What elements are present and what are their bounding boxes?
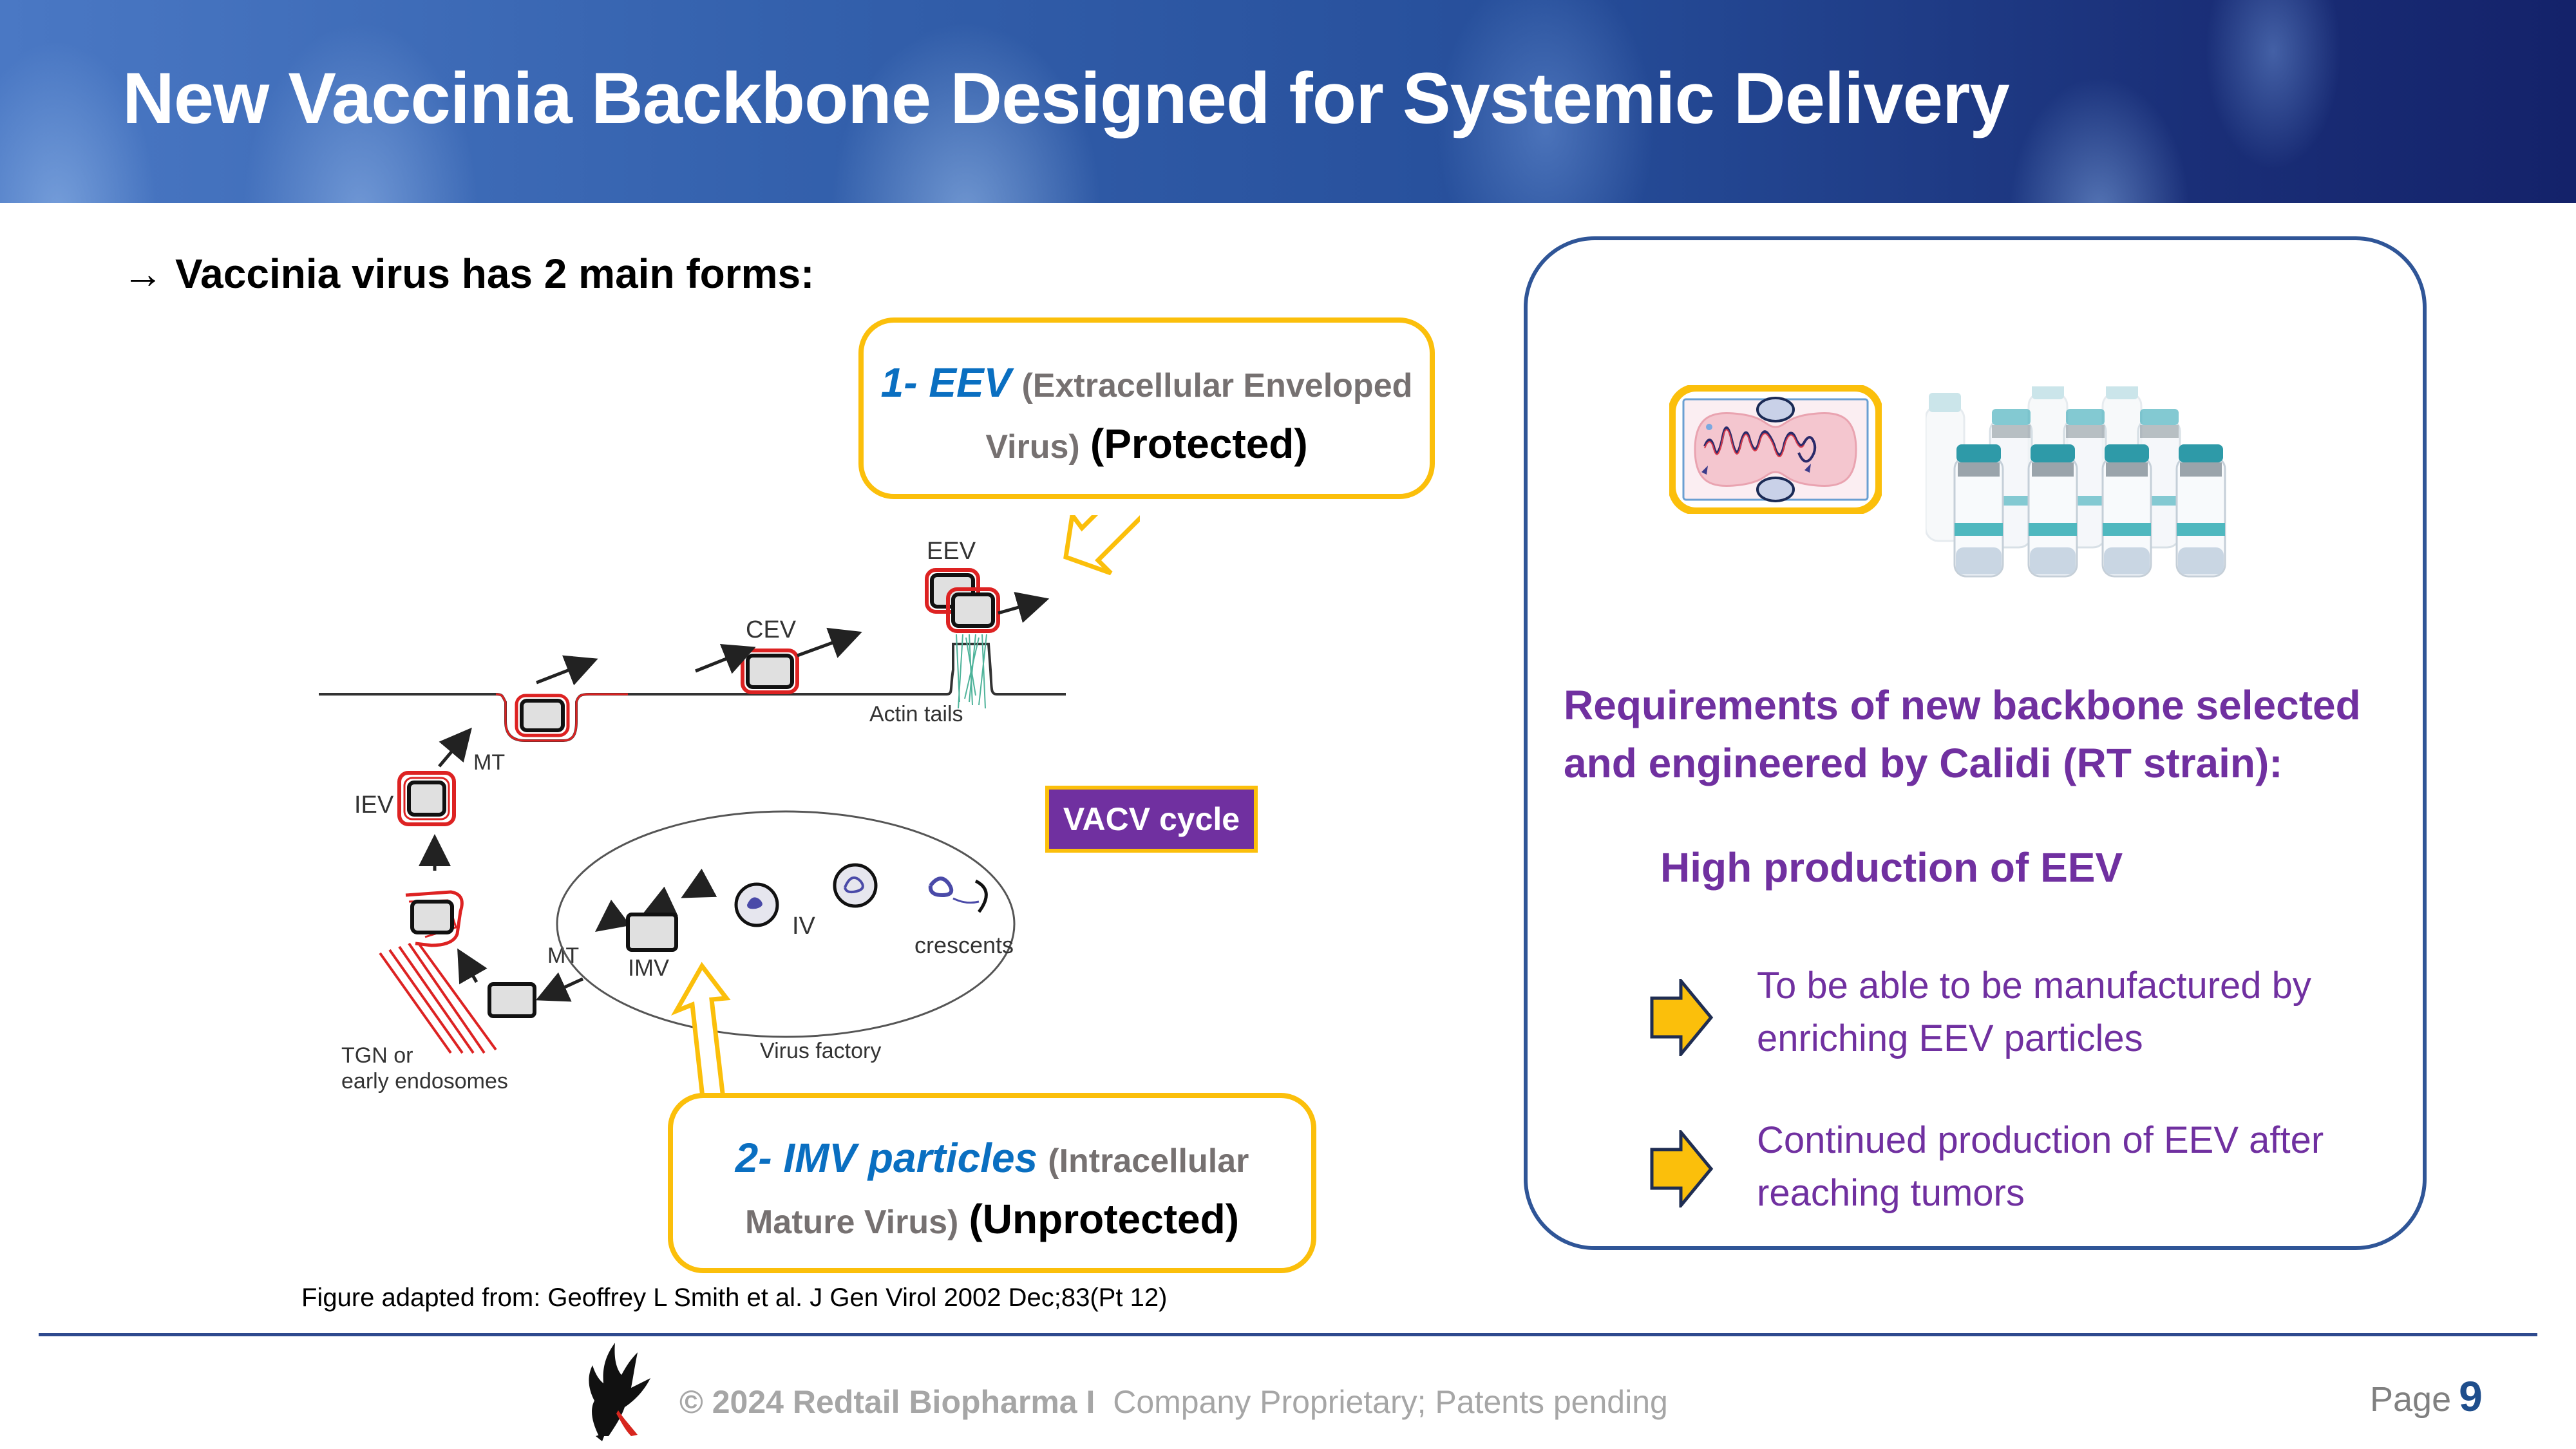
cev-particle: CEV <box>741 616 799 694</box>
eev-callout: 1- EEV (Extracellular Enveloped Virus) (… <box>858 317 1435 499</box>
label-tgn: TGN or <box>341 1043 413 1068</box>
vial-front-3 <box>2101 444 2152 578</box>
imv-label: 2- IMV particles <box>735 1135 1038 1181</box>
label-crescents: crescents <box>914 932 1014 958</box>
eev-status: (Protected) <box>1090 421 1308 467</box>
label-iv: IV <box>792 913 816 940</box>
vial-front-2 <box>2027 444 2078 578</box>
actin-tail-particle: Actin tails <box>869 587 1000 726</box>
vaccinia-cycle-diagram: EEV Actin tails CEV MT IEV <box>319 515 1140 1121</box>
vials-icon <box>1926 386 2226 578</box>
requirement-item: Continued production of EEV after reachi… <box>1757 1119 2324 1214</box>
label-virus-factory: Virus factory <box>760 1039 881 1063</box>
section-heading-text: Vaccinia virus has 2 main forms: <box>175 251 815 297</box>
requirements-title: Requirements of new backbone selected an… <box>1564 682 2361 786</box>
fusing-particle: MT <box>473 694 570 775</box>
footer-separator: I <box>1086 1384 1095 1420</box>
virus-factory: Virus factory <box>556 810 1016 1063</box>
label-iev: IEV <box>354 791 394 819</box>
header-banner <box>0 0 2576 203</box>
label-mt-lower: MT <box>547 943 579 968</box>
tgn-membranes <box>379 942 497 1054</box>
eev-expansion-1: (Extracellular Enveloped <box>1021 367 1413 404</box>
label-eev: EEV <box>927 538 976 565</box>
dividing-cell-icon <box>1669 385 1882 514</box>
pathway-arrows <box>419 592 1050 1002</box>
main-requirement: High production of EEV <box>1660 844 2123 891</box>
imv-pointer-arrow <box>670 961 731 1121</box>
label-actin-tails: Actin tails <box>869 702 963 726</box>
redtail-hawk-logo-icon <box>589 1343 650 1441</box>
imv-particle: IMV <box>626 913 678 981</box>
wrapping-particle <box>405 890 464 947</box>
page-label: Page <box>2370 1380 2452 1419</box>
iv-particles: IV <box>734 863 878 940</box>
label-mt-upper: MT <box>473 750 505 775</box>
vacv-cycle-badge: VACV cycle <box>1045 786 1258 853</box>
imv-callout: 2- IMV particles (Intracellular Mature V… <box>668 1093 1316 1273</box>
actin-filaments <box>956 634 987 709</box>
imv-transport-particle: MT <box>488 943 579 1018</box>
copyright-text: © 2024 Redtail Biopharma <box>679 1384 1077 1420</box>
imv-expansion-1: (Intracellular <box>1048 1142 1249 1180</box>
vial-front-1 <box>1953 444 2004 578</box>
eev-pointer-arrow <box>1063 515 1140 576</box>
eev-label: 1- EEV <box>880 359 1012 406</box>
proprietary-text: Company Proprietary; Patents pending <box>1113 1384 1668 1420</box>
section-heading: →Vaccinia virus has 2 main forms: <box>122 250 814 298</box>
imv-status: (Unprotected) <box>969 1196 1239 1242</box>
crescents: crescents <box>914 876 1014 958</box>
figure-citation: Figure adapted from: Geoffrey L Smith et… <box>301 1283 1168 1312</box>
footer-divider <box>39 1333 2537 1336</box>
requirement-item: To be able to be manufactured by enrichi… <box>1757 965 2311 1059</box>
right-arrow-icon: → <box>122 251 164 297</box>
cell-membrane <box>319 643 1066 742</box>
label-imv: IMV <box>628 954 669 981</box>
label-cev: CEV <box>746 616 797 643</box>
block-arrow-icon <box>1650 979 1714 1056</box>
iev-particle: IEV <box>354 771 456 826</box>
footer-copyright: © 2024 Redtail Biopharma I Company Propr… <box>679 1383 1668 1421</box>
vial-front-4 <box>2175 444 2226 578</box>
label-early-endosomes: early endosomes <box>341 1069 508 1094</box>
imv-expansion-2: Mature Virus) <box>744 1204 959 1241</box>
slide-title: New Vaccinia Backbone Designed for Syste… <box>122 58 2010 138</box>
page-number: 9 <box>2459 1372 2483 1420</box>
block-arrow-icon <box>1650 1130 1714 1208</box>
eev-expansion-2: Virus) <box>985 428 1080 466</box>
